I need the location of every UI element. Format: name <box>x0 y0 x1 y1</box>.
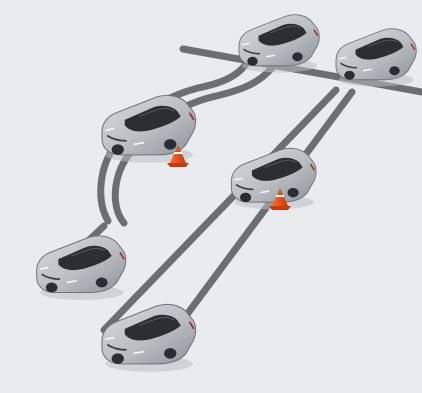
scene-svg <box>0 0 422 393</box>
driving-maneuver-illustration <box>0 0 422 393</box>
